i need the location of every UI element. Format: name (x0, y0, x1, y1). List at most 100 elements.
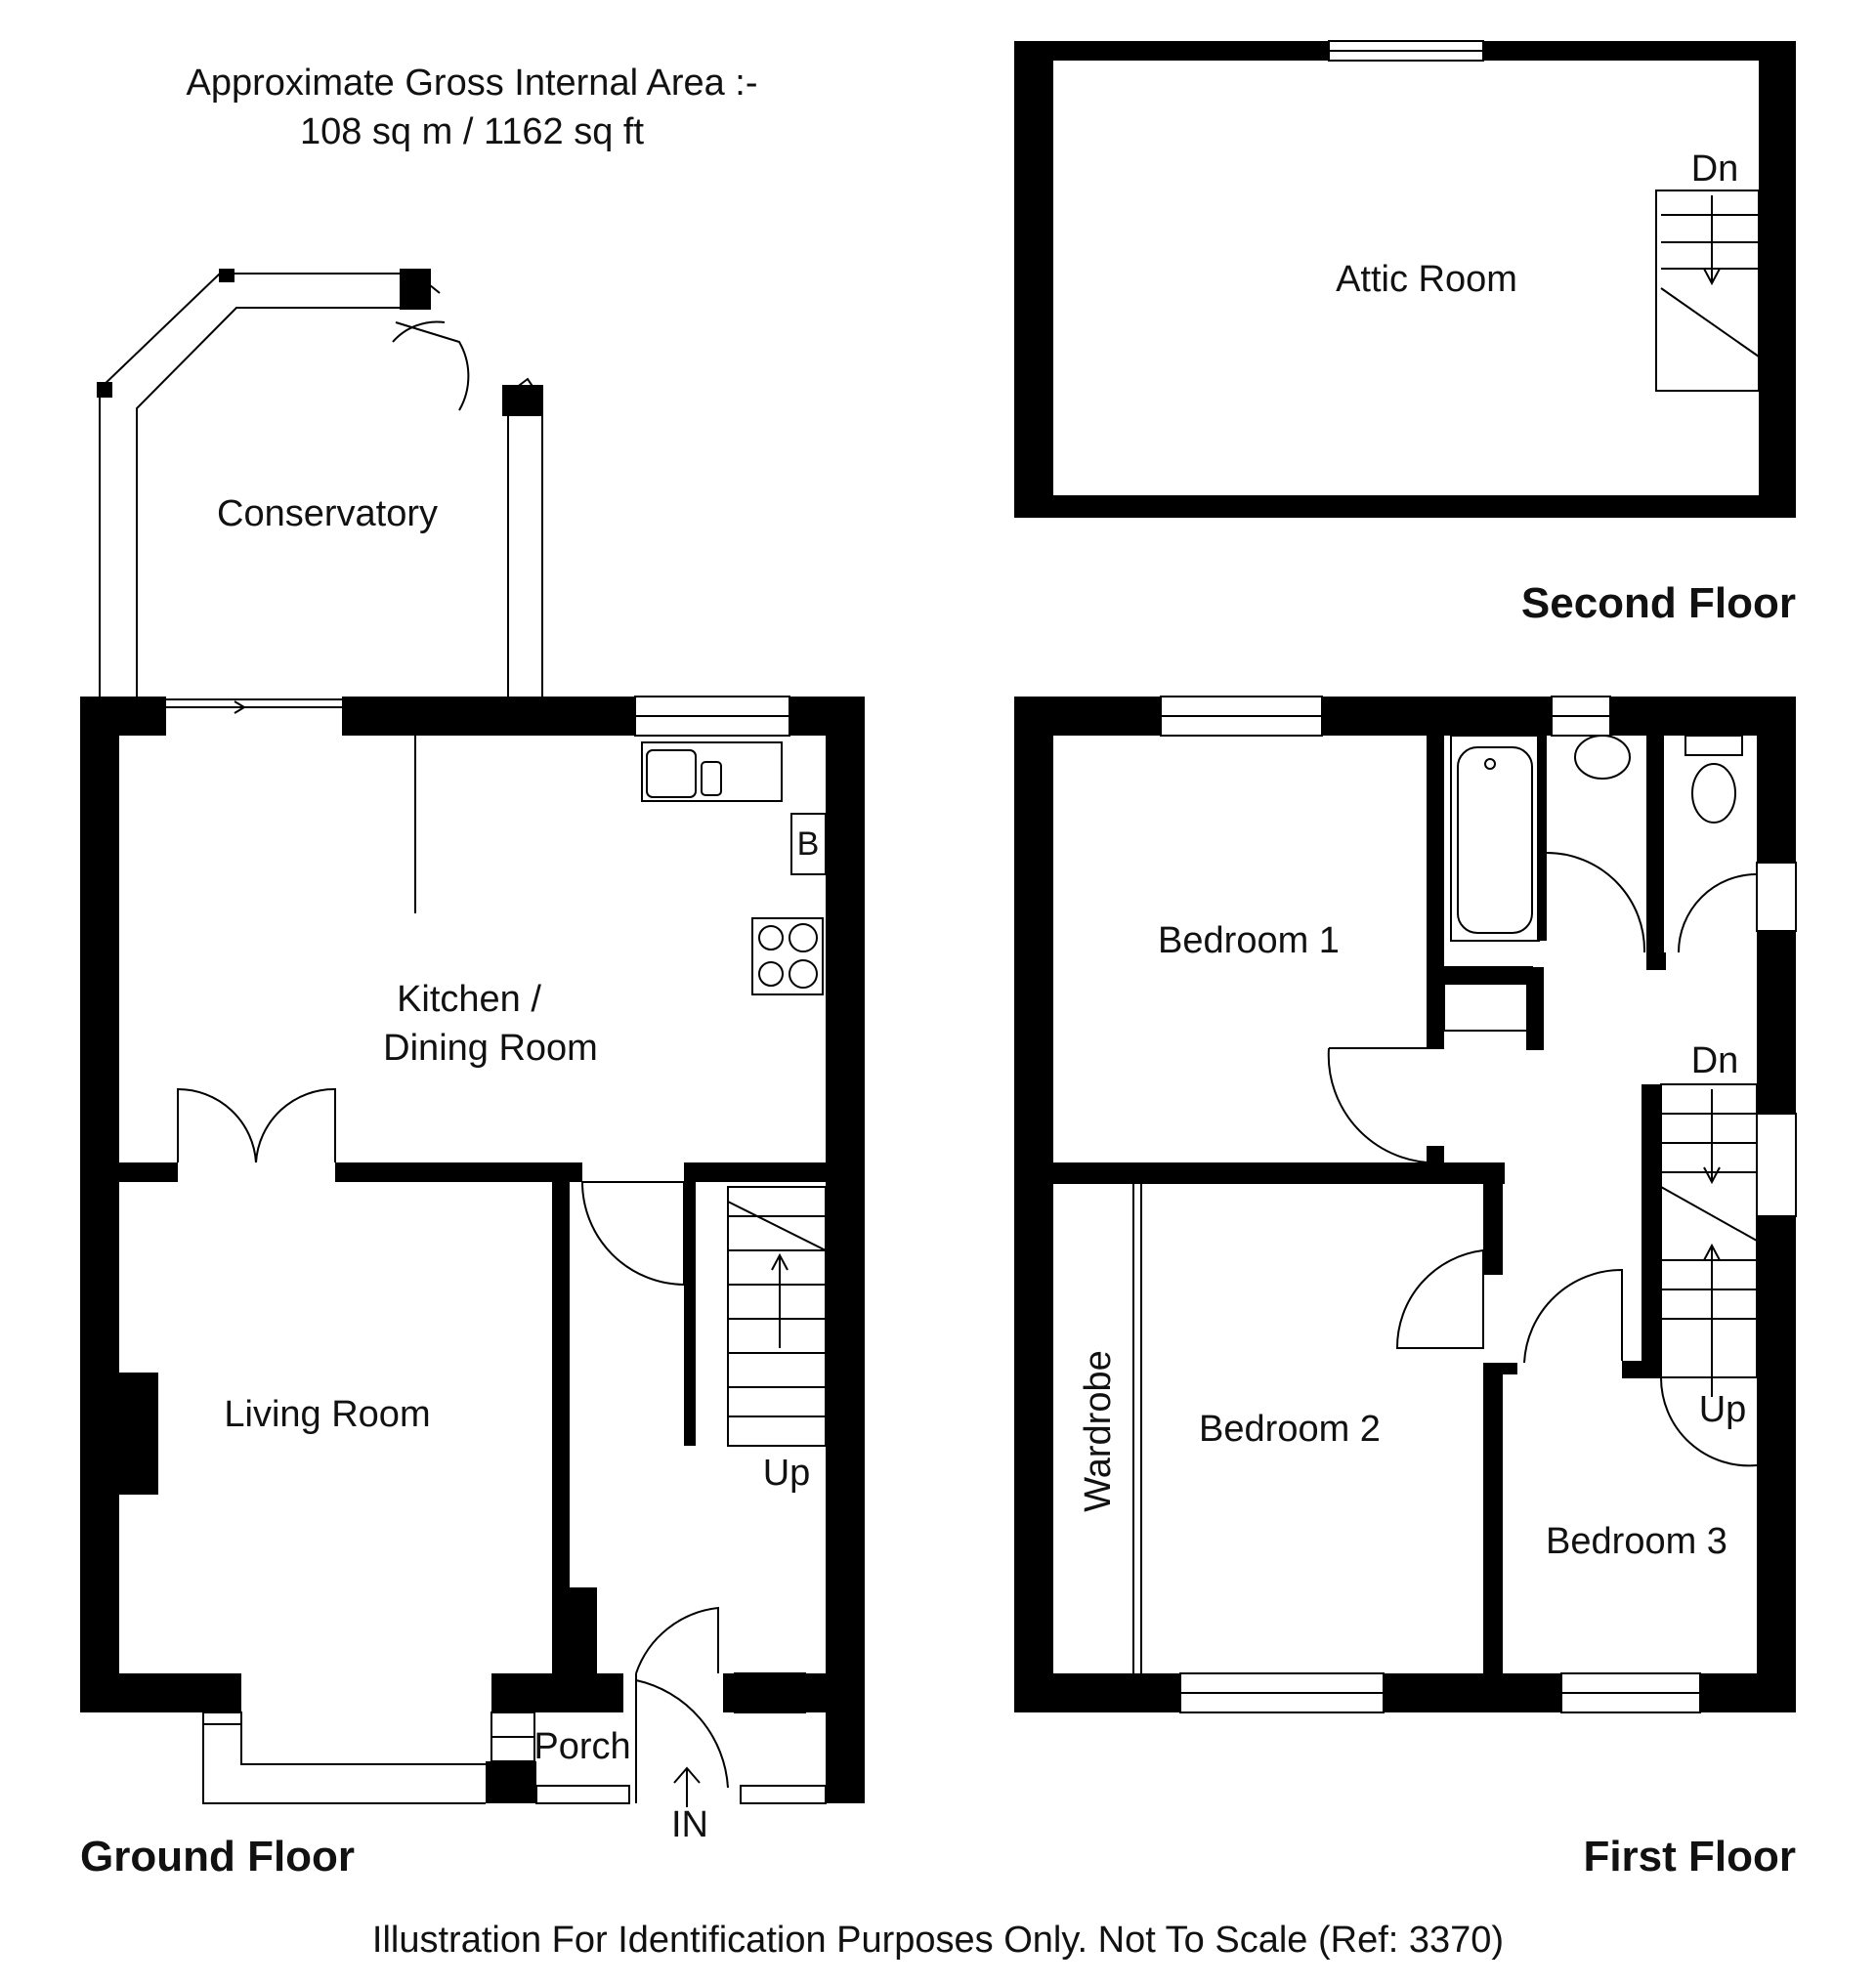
wall (1053, 1162, 1505, 1184)
window (1756, 862, 1797, 932)
wall (80, 697, 166, 736)
conservatory-frame (507, 377, 543, 697)
toilet-bowl (1691, 763, 1736, 824)
bay-window (240, 1712, 486, 1765)
conservatory-corner (502, 385, 543, 416)
first-floor-title: First Floor (1583, 1833, 1796, 1880)
wall (1757, 736, 1796, 863)
attic-stairs-dn-label: Dn (1691, 148, 1739, 190)
cupboard (1443, 966, 1533, 1032)
boiler-label: B (797, 825, 820, 863)
conservatory-frame (99, 273, 441, 697)
wall (1646, 736, 1664, 968)
wall (1646, 952, 1666, 970)
kitchen-label-line2: Dining Room (383, 1028, 598, 1069)
wall (552, 1182, 570, 1680)
bay-window (202, 1712, 486, 1804)
wall (1537, 736, 1547, 941)
wall (1503, 1363, 1517, 1374)
door-swing (1395, 1248, 1484, 1349)
door-swing (255, 1087, 336, 1163)
second-floor-plan (1014, 40, 1796, 518)
ground-floor-plan (80, 697, 865, 1803)
hob-ring (789, 923, 818, 952)
sliding-arrow (176, 700, 246, 714)
front-door-swing (635, 1606, 719, 1674)
sink (641, 741, 783, 802)
disclaimer-footer: Illustration For Identification Purposes… (372, 1920, 1504, 1961)
door-swing (177, 1087, 257, 1163)
attic-stairs (1655, 190, 1760, 392)
boiler (790, 813, 827, 875)
stairs (727, 1186, 827, 1447)
bedroom-2-label: Bedroom 2 (1199, 1409, 1381, 1450)
living-room-label: Living Room (224, 1394, 430, 1435)
door-swing (1523, 1268, 1623, 1364)
wall (342, 697, 635, 736)
wall (119, 1162, 178, 1182)
entrance-label: IN (671, 1804, 708, 1845)
wall (486, 1761, 536, 1803)
hob-ring (789, 959, 818, 989)
door-swing (1678, 873, 1758, 953)
attic-room-label: Attic Room (1336, 259, 1517, 300)
wall (80, 697, 119, 1712)
door-swing (1546, 852, 1646, 953)
first-floor-plan (1014, 697, 1796, 1712)
first-floor-lines (1132, 696, 1797, 1713)
wall (570, 1587, 597, 1710)
stairs (1660, 1083, 1758, 1378)
window (734, 1672, 806, 1713)
bedroom-3-label: Bedroom 3 (1546, 1521, 1727, 1562)
bay-window (202, 1711, 242, 1725)
wall (1014, 697, 1796, 736)
window (740, 1785, 827, 1804)
door-swing (392, 320, 446, 343)
second-floor-title: Second Floor (1521, 579, 1796, 627)
stairs-arrow (771, 1252, 789, 1348)
wall (1622, 1361, 1661, 1378)
first-stairs-up-label: Up (1699, 1389, 1747, 1430)
wardrobe-label: Wardrobe (1078, 1350, 1119, 1511)
kitchen-label-line1: Kitchen / (397, 979, 541, 1020)
ground-floor-title: Ground Floor (80, 1833, 355, 1880)
wall (1526, 967, 1544, 1050)
wall (684, 1162, 696, 1446)
sink-bowl (701, 761, 722, 796)
stairs-break (727, 1201, 827, 1251)
conservatory-label: Conservatory (217, 493, 438, 534)
first-stairs-dn-label: Dn (1691, 1040, 1739, 1081)
conservatory-corner (400, 269, 431, 310)
wall (1427, 967, 1544, 985)
wall (1014, 697, 1053, 1712)
chimney-breast (119, 1373, 158, 1495)
wall (1483, 1363, 1503, 1673)
wall (826, 697, 865, 1803)
front-door-swing (635, 1679, 729, 1789)
sink-bowl (646, 749, 697, 798)
wall (1642, 1084, 1661, 1377)
window (1756, 1113, 1797, 1217)
entrance-arrow (673, 1766, 701, 1807)
wall (1427, 736, 1444, 1048)
door-swing (1327, 1047, 1445, 1164)
toilet-cistern (1684, 735, 1743, 756)
wall (1483, 1182, 1503, 1275)
porch-label: Porch (533, 1726, 630, 1767)
hob-ring (758, 961, 784, 987)
door-swing (581, 1181, 685, 1287)
wall (80, 1673, 241, 1712)
stairs-arrow (1703, 1089, 1721, 1185)
conservatory-frame (136, 307, 401, 697)
bath-inner (1457, 746, 1533, 934)
wall (335, 1162, 582, 1182)
conservatory-corner (97, 382, 112, 398)
bath (1450, 735, 1540, 942)
door-swing (1659, 1376, 1758, 1467)
ground-floor-lines (97, 269, 827, 1807)
room-floor (1053, 61, 1759, 495)
stairs-up-label: Up (763, 1453, 811, 1494)
conservatory-corner (219, 269, 234, 282)
wall (684, 1162, 826, 1182)
